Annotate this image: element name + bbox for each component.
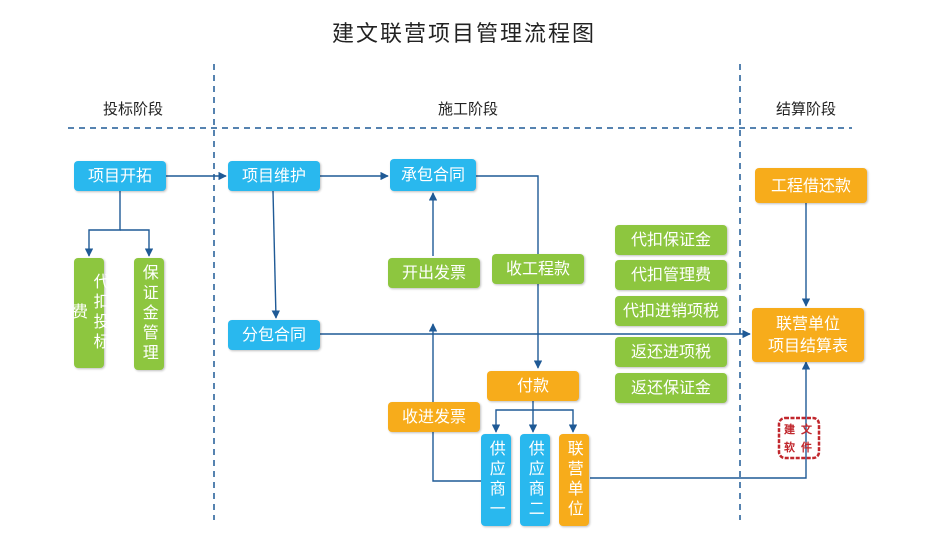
phase-label-settlement: 结算阶段 (776, 100, 837, 118)
node-withhold-deposit[interactable]: 代扣保证金 (615, 225, 727, 255)
seal-char-4: 件 (801, 441, 812, 454)
seal-char-2: 文 (801, 423, 812, 436)
node-issue-invoice[interactable]: 开出发票 (388, 258, 480, 288)
node-project-start[interactable]: 项目开拓 (74, 161, 166, 191)
diagram-title: 建文联营项目管理流程图 (331, 22, 596, 47)
node-loan-repayment[interactable]: 工程借还款 (755, 168, 867, 203)
node-receive-payment[interactable]: 收工程款 (492, 254, 584, 284)
node-joint-unit[interactable]: 联营单位 (559, 434, 589, 526)
seal-char-3: 软 (784, 441, 795, 454)
node-supplier-two[interactable]: 供应商二 (520, 434, 550, 526)
edge-start-to-fees (84, 191, 121, 257)
company-seal: 建 文 软 件 (776, 415, 822, 461)
edge-start-to-deposit (120, 229, 154, 257)
node-project-maintenance[interactable]: 项目维护 (228, 161, 320, 191)
seal-char-1: 建 (784, 423, 795, 436)
node-withhold-mgmt-fee[interactable]: 代扣管理费 (615, 260, 727, 290)
edge-joint-unit-to-settlement (590, 361, 811, 479)
edge-payment-to-suppliers (491, 400, 534, 433)
node-sub-contract[interactable]: 分包合同 (228, 320, 320, 350)
phase-label-construction: 施工阶段 (438, 100, 499, 118)
node-refund-input-tax[interactable]: 返还进项税 (615, 337, 727, 367)
node-refund-deposit[interactable]: 返还保证金 (615, 373, 727, 403)
seal-icon (777, 416, 821, 460)
node-receive-invoice[interactable]: 收进发票 (388, 402, 480, 432)
edge-supplier-to-invoice (428, 323, 482, 482)
node-withhold-output-tax[interactable]: 代扣进销项税 (615, 296, 727, 326)
phase-label-bidding: 投标阶段 (103, 100, 164, 118)
node-main-contract[interactable]: 承包合同 (390, 159, 476, 191)
node-settlement-table[interactable]: 联营单位 项目结算表 (752, 308, 864, 362)
node-payment[interactable]: 付款 (487, 371, 579, 401)
node-deposit-mgmt[interactable]: 保证金管理 (134, 258, 164, 370)
node-supplier-one[interactable]: 供应商一 (481, 434, 511, 526)
node-bid-fee[interactable]: 代扣投标费 (69, 258, 110, 368)
edge-maintenance-to-subcontract (271, 190, 281, 319)
edge-contract-to-payment (476, 175, 543, 369)
